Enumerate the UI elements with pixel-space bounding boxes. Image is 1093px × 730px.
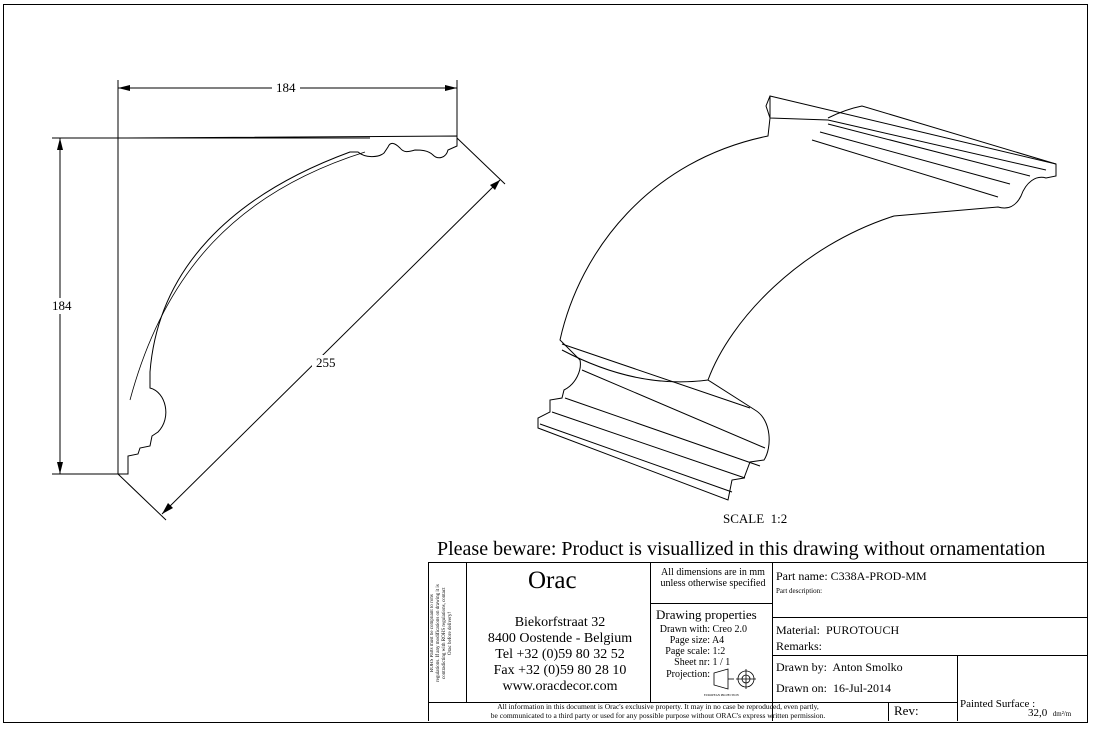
company-address: Biekorfstraat 32 8400 Oostende - Belgium… [480, 615, 640, 695]
painted-surface: 32,0 dm²/m [1028, 707, 1071, 719]
prop-page-size: Page size: A4 [652, 635, 724, 646]
drawn-by-label: Drawn by: [776, 660, 827, 674]
drawn-by-value: Anton Smolko [832, 660, 903, 674]
iso-edge-2 [827, 105, 1057, 165]
projection-symbol-icon [713, 668, 756, 690]
arrow-left-top [57, 138, 63, 150]
part-description-label: Part description: [776, 587, 823, 595]
address-street: Biekorfstraat 32 [514, 615, 606, 630]
tb-line-props [650, 603, 772, 604]
prop-drawn-with: Drawn with: Creo 2.0 [652, 624, 747, 635]
tb-line-material [772, 655, 1087, 656]
address-tel: Tel +32 (0)59 80 32 52 [495, 647, 625, 662]
prop-key: Page size: [669, 635, 710, 646]
painted-surface-label: Painted Surface : [960, 698, 1036, 710]
profile-inner-curve [129, 151, 366, 401]
dimension-left: 184 [48, 298, 76, 314]
material-value: PUROTOUCH [825, 623, 900, 637]
prop-key: Page scale: [665, 646, 710, 657]
iso-edge-3 [811, 123, 1031, 198]
scale-text: SCALE [723, 511, 765, 526]
tb-divider-1 [466, 563, 467, 702]
beware-note: Please beware: Product is visuallized in… [437, 538, 1046, 560]
iso-edge-1 [769, 96, 1047, 171]
iso-edge-4 [539, 343, 766, 493]
arrow-left-bottom [57, 462, 63, 474]
dimensions-note: All dimensions are in mm unless otherwis… [660, 567, 766, 589]
drawn-on: Drawn on: 16-Jul-2014 [776, 681, 891, 696]
projection-caption: EUROPEAN PROJECTION [704, 693, 739, 697]
rohs-note: ROHS Parts must be compliant to rohs reg… [430, 583, 466, 683]
drawn-on-value: 16-Jul-2014 [833, 681, 891, 695]
part-name-value: C338A-PROD-MM [830, 569, 927, 583]
prop-page-scale: Page scale: 1:2 [652, 646, 725, 657]
company-name: Orac [528, 567, 577, 594]
prop-value: A4 [711, 635, 725, 646]
address-fax: Fax +32 (0)59 80 28 10 [493, 663, 627, 678]
dimension-diagonal: 255 [312, 355, 340, 371]
tb-divider-2 [650, 563, 651, 702]
tb-divider-rev [888, 702, 889, 721]
prop-value: Creo 2.0 [712, 624, 747, 635]
painted-surface-value: 32,0 [1028, 707, 1048, 719]
copyright-line-1: All information in this document is Orac… [497, 702, 819, 711]
prop-key: Sheet nr: [674, 657, 710, 668]
copyright-line-2: be communicated to a third party or used… [490, 711, 826, 720]
dimension-top: 184 [272, 80, 300, 96]
title-block: ROHS Parts must be compliant to rohs reg… [428, 562, 1087, 721]
revision-label: Rev: [894, 703, 919, 718]
part-name-label: Part name: [776, 569, 828, 583]
address-web: www.oracdecor.com [502, 679, 618, 694]
drawing-sheet-border [3, 4, 1088, 723]
dim-diag-ext-a [117, 473, 167, 521]
tb-border-left [428, 563, 429, 721]
dim-diag-ext-b [456, 137, 506, 185]
part-name: Part name: C338A-PROD-MM [776, 569, 927, 584]
drawn-on-label: Drawn on: [776, 681, 827, 695]
tb-divider-3 [772, 563, 773, 721]
material-label: Material: [776, 623, 820, 637]
scale-value: 1:2 [770, 511, 788, 526]
arrow-top-right [445, 85, 457, 91]
dim-diag-line [161, 179, 501, 515]
address-city: 8400 Oostende - Belgium [487, 631, 633, 646]
prop-key: Drawn with: [659, 624, 710, 635]
drawing-properties-title: Drawing properties [656, 607, 757, 622]
remarks-label: Remarks: [776, 639, 822, 653]
prop-sheet-nr: Sheet nr: 1 / 1 [652, 657, 730, 668]
rohs-tag: ROHS [430, 658, 435, 672]
prop-value: 1 / 1 [712, 657, 731, 668]
tb-divider-4 [957, 655, 958, 721]
profile-outline [117, 135, 458, 475]
iso-edge-5 [561, 349, 709, 383]
drawn-by: Drawn by: Anton Smolko [776, 660, 903, 675]
scale-label: SCALE 1:2 [723, 511, 787, 527]
prop-projection: Projection: [652, 669, 710, 680]
copyright-notice: All information in this document is Orac… [428, 702, 888, 720]
tb-line-footer [428, 702, 957, 703]
arrow-diag-a [162, 503, 173, 514]
material: Material: PUROTOUCH [776, 623, 899, 638]
tb-line-part [772, 617, 1087, 618]
painted-surface-unit: dm²/m [1052, 710, 1072, 718]
iso-outline [537, 95, 1057, 501]
arrow-top-left [118, 85, 130, 91]
prop-value: 1:2 [712, 646, 726, 657]
arrow-diag-b [490, 180, 500, 190]
prop-key: Projection: [666, 669, 710, 680]
